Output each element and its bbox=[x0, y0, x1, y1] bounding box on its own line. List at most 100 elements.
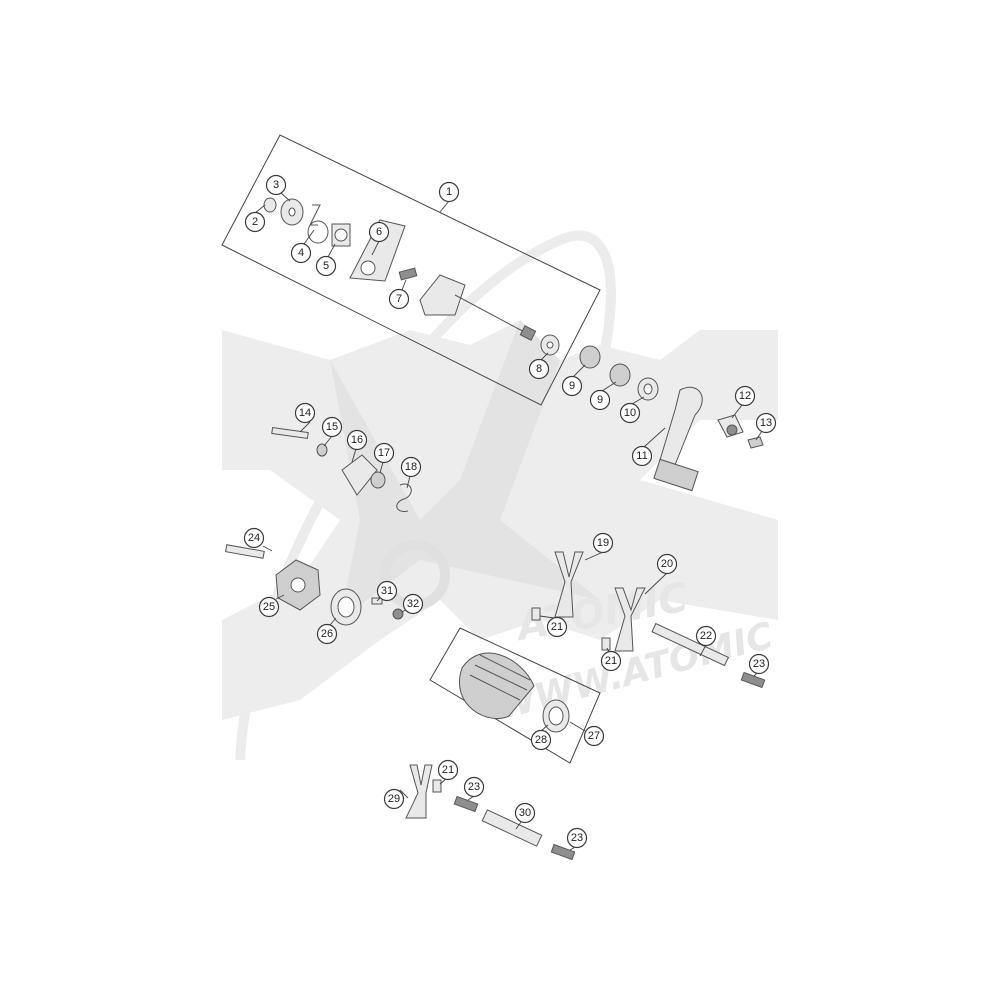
callout-label: 1 bbox=[446, 186, 452, 198]
watermark-logo: ATOMIC WWW.ATOMIC bbox=[222, 135, 778, 865]
spring-part bbox=[309, 204, 321, 226]
callout-c15: 15 bbox=[321, 416, 343, 438]
callout-circle bbox=[514, 802, 536, 824]
callout-label: 10 bbox=[624, 407, 636, 419]
callout-label: 24 bbox=[248, 532, 260, 544]
callout-layer: 1234567899101112131415161718192021212122… bbox=[243, 174, 777, 849]
callout-c23b: 23 bbox=[463, 776, 485, 798]
callout-c7: 7 bbox=[388, 288, 410, 310]
callout-circle bbox=[530, 729, 552, 751]
callout-label: 15 bbox=[326, 421, 338, 433]
locking-lever-part bbox=[341, 454, 378, 496]
callout-circle bbox=[376, 580, 398, 602]
callout-c17: 17 bbox=[373, 442, 395, 464]
shift-drum-part bbox=[459, 652, 535, 720]
callout-c28: 28 bbox=[530, 729, 552, 751]
callout-label: 6 bbox=[376, 226, 382, 238]
callout-label: 25 bbox=[263, 601, 275, 613]
callout-c14: 14 bbox=[294, 402, 316, 424]
callout-label: 23 bbox=[753, 658, 765, 670]
callout-label: 11 bbox=[636, 450, 647, 462]
callout-circle bbox=[546, 616, 568, 638]
callout-circle bbox=[583, 725, 605, 747]
shift-fork-29-part bbox=[405, 764, 433, 819]
screw-part bbox=[747, 436, 764, 449]
callout-c19: 19 bbox=[592, 532, 614, 554]
bolt-part bbox=[271, 426, 309, 440]
callout-circle bbox=[258, 596, 280, 618]
callout-c9a: 9 bbox=[561, 375, 583, 397]
parts bbox=[225, 197, 766, 861]
callout-label: 8 bbox=[536, 363, 542, 375]
callout-circle bbox=[346, 429, 368, 451]
pin-24-part bbox=[225, 544, 265, 559]
bushing-part bbox=[579, 345, 601, 369]
callout-circle bbox=[243, 527, 265, 549]
callout-circle bbox=[695, 625, 717, 647]
callout-circle bbox=[528, 358, 550, 380]
callout-circle bbox=[265, 174, 287, 196]
callout-c21b: 21 bbox=[600, 650, 622, 672]
callout-circle bbox=[373, 442, 395, 464]
callout-c2: 2 bbox=[244, 211, 266, 233]
callout-label: 29 bbox=[388, 793, 400, 805]
callout-c6: 6 bbox=[368, 221, 390, 243]
callout-c24: 24 bbox=[243, 527, 265, 549]
callout-label: 23 bbox=[571, 832, 583, 844]
roller-part bbox=[370, 471, 386, 489]
callout-circle bbox=[315, 255, 337, 277]
callout-label: 13 bbox=[760, 417, 772, 429]
callout-label: 19 bbox=[597, 537, 609, 549]
callout-circle bbox=[755, 412, 777, 434]
callout-label: 4 bbox=[298, 247, 304, 259]
callout-label: 18 bbox=[405, 461, 417, 473]
callout-circle bbox=[400, 456, 422, 478]
nut-32-part bbox=[392, 608, 404, 620]
callout-circle bbox=[290, 242, 312, 264]
callout-circle bbox=[592, 532, 614, 554]
callout-c20: 20 bbox=[656, 553, 678, 575]
callout-label: 20 bbox=[661, 558, 673, 570]
callout-circle bbox=[463, 776, 485, 798]
callout-c25: 25 bbox=[258, 596, 280, 618]
callout-circle bbox=[631, 445, 653, 467]
callout-circle bbox=[321, 416, 343, 438]
callout-label: 27 bbox=[588, 730, 600, 742]
callout-label: 31 bbox=[381, 585, 393, 597]
callout-c26: 26 bbox=[316, 623, 338, 645]
callout-circle bbox=[388, 288, 410, 310]
shift-drum-group-frame bbox=[429, 627, 601, 764]
washer-15-part bbox=[316, 443, 328, 457]
callout-c11: 11 bbox=[631, 445, 653, 467]
callout-c23c: 23 bbox=[566, 827, 588, 849]
callout-c22: 22 bbox=[695, 625, 717, 647]
callout-c21a: 21 bbox=[546, 616, 568, 638]
callout-circle bbox=[402, 593, 424, 615]
callout-c4: 4 bbox=[290, 242, 312, 264]
callout-label: 14 bbox=[299, 407, 311, 419]
callout-label: 21 bbox=[551, 621, 563, 633]
callout-c13: 13 bbox=[755, 412, 777, 434]
spring-23b-part bbox=[453, 795, 479, 813]
guide-pin-c-part bbox=[432, 779, 442, 793]
shift-fork-19-part bbox=[554, 551, 584, 618]
callout-label: 9 bbox=[597, 394, 603, 406]
callout-circle bbox=[438, 181, 460, 203]
guide-pin-a-part bbox=[531, 607, 541, 621]
shift-shaft-group-frame bbox=[221, 134, 601, 406]
shift-fork-20-part bbox=[614, 587, 646, 652]
callout-label: 16 bbox=[351, 434, 363, 446]
callout-label: 21 bbox=[442, 764, 454, 776]
callout-label: 23 bbox=[468, 781, 480, 793]
callout-label: 21 bbox=[605, 655, 617, 667]
callout-c27: 27 bbox=[583, 725, 605, 747]
shaft-lever-part bbox=[419, 274, 466, 316]
spring-small-part bbox=[398, 267, 418, 281]
callout-c32: 32 bbox=[402, 593, 424, 615]
callout-label: 12 bbox=[739, 390, 751, 402]
callout-circle bbox=[368, 221, 390, 243]
callout-circle bbox=[589, 389, 611, 411]
callout-c16: 16 bbox=[346, 429, 368, 451]
callout-circle bbox=[294, 402, 316, 424]
